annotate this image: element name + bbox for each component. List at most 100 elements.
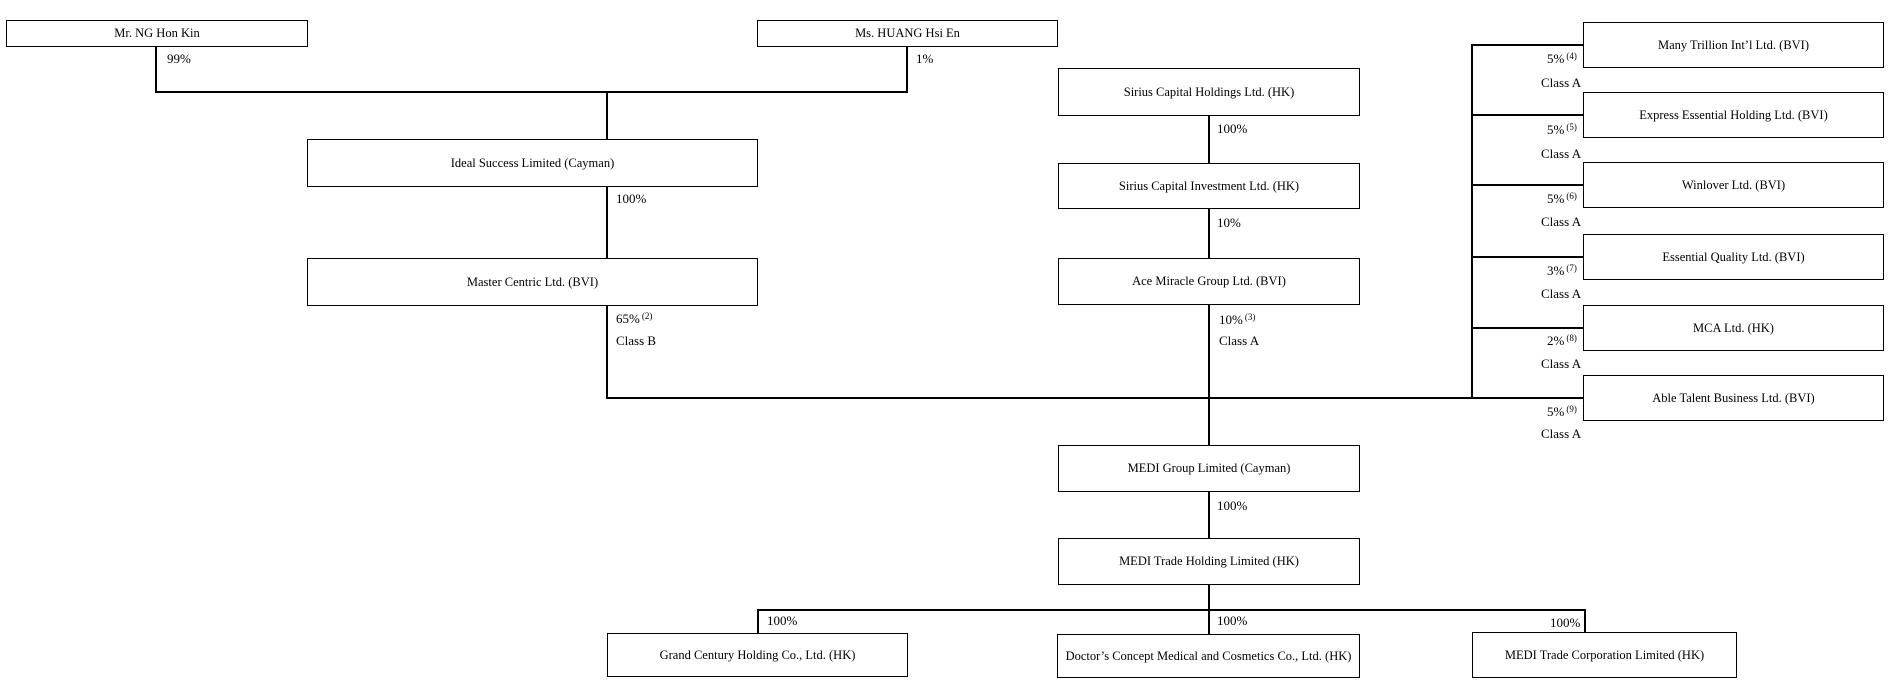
node-ng-hon-kin: Mr. NG Hon Kin	[6, 20, 308, 47]
node-medi-trade-holding: MEDI Trade Holding Limited (HK)	[1058, 538, 1360, 585]
ownership-label-text: 2%	[1547, 333, 1565, 348]
ownership-label-text: Class A	[1219, 333, 1260, 348]
connector-line	[1471, 327, 1584, 329]
pct-ng-to-ideal: 99%	[167, 52, 191, 65]
node-label: Mr. NG Hon Kin	[114, 26, 200, 41]
ownership-label-text: 100%	[767, 613, 798, 628]
class-master-to-medi: Class B	[616, 334, 656, 347]
footnote-reference: (3)	[1244, 311, 1256, 322]
connector-line	[155, 46, 157, 93]
node-huang-hsi-en: Ms. HUANG Hsi En	[757, 20, 1058, 47]
connector-line	[1471, 256, 1584, 258]
footnote-reference: (5)	[1566, 121, 1577, 132]
ownership-label-text: Class A	[1541, 214, 1582, 229]
pct-investment-to-ace: 10%	[1217, 216, 1241, 229]
node-sirius-holdings: Sirius Capital Holdings Ltd. (HK)	[1058, 68, 1360, 116]
pct-medi-to-trade: 100%	[1217, 499, 1247, 512]
footnote-reference: (9)	[1566, 403, 1577, 414]
node-label: Master Centric Ltd. (BVI)	[466, 274, 599, 289]
pct-mca: 2%(8)	[1547, 333, 1577, 348]
ownership-label-text: 5%	[1547, 122, 1565, 137]
node-doctors-concept: Doctor’s Concept Medical and Cosmetics C…	[1057, 634, 1360, 678]
node-able-talent: Able Talent Business Ltd. (BVI)	[1583, 375, 1884, 421]
ownership-label-text: 5%	[1547, 404, 1565, 419]
node-medi-group: MEDI Group Limited (Cayman)	[1058, 445, 1360, 492]
connector-line	[155, 91, 908, 93]
class-ace-to-medi: Class A	[1219, 334, 1259, 347]
ownership-label-text: 100%	[616, 191, 647, 206]
pct-trade-to-grand: 100%	[767, 614, 797, 627]
ownership-label-text: Class B	[616, 333, 657, 348]
node-label: Able Talent Business Ltd. (BVI)	[1652, 390, 1815, 405]
footnote-reference: (6)	[1566, 190, 1577, 201]
node-label: MCA Ltd. (HK)	[1693, 320, 1774, 335]
connector-line	[1208, 304, 1210, 446]
pct-many-trillion: 5%(4)	[1547, 50, 1577, 65]
node-label: Grand Century Holding Co., Ltd. (HK)	[659, 647, 856, 662]
connector-line	[606, 305, 608, 399]
node-ace-miracle: Ace Miracle Group Ltd. (BVI)	[1058, 258, 1360, 305]
ownership-label-text: 65%	[616, 311, 640, 326]
ownership-label-text: 100%	[1217, 613, 1248, 628]
node-essential-quality: Essential Quality Ltd. (BVI)	[1583, 234, 1884, 280]
pct-winlover: 5%(6)	[1547, 190, 1577, 206]
class-essential-quality: Class A	[1541, 287, 1581, 300]
connector-line	[1471, 184, 1584, 186]
ownership-label-text: 3%	[1547, 263, 1565, 278]
node-label: Ms. HUANG Hsi En	[855, 26, 960, 41]
ownership-label-text: 10%	[1217, 215, 1241, 230]
node-ideal-success: Ideal Success Limited (Cayman)	[307, 139, 758, 187]
pct-huang-to-ideal: 1%	[916, 52, 933, 65]
ownership-label-text: Class A	[1541, 286, 1582, 301]
node-label: Doctor’s Concept Medical and Cosmetics C…	[1065, 648, 1352, 663]
class-winlover: Class A	[1541, 215, 1581, 228]
connector-line	[906, 46, 908, 93]
node-medi-trade-corp: MEDI Trade Corporation Limited (HK)	[1472, 632, 1737, 678]
class-express-essential: Class A	[1541, 147, 1581, 160]
ownership-label-text: Class A	[1541, 426, 1582, 441]
ownership-label-text: Class A	[1541, 75, 1582, 90]
connector-line	[757, 609, 1586, 611]
footnote-reference: (7)	[1566, 262, 1577, 273]
pct-trade-to-corp: 100%	[1550, 616, 1580, 629]
connector-line	[606, 186, 608, 259]
node-winlover: Winlover Ltd. (BVI)	[1583, 162, 1884, 208]
class-mca: Class A	[1541, 357, 1581, 370]
node-label: Sirius Capital Investment Ltd. (HK)	[1118, 178, 1300, 193]
ownership-label-text: Class A	[1541, 356, 1582, 371]
node-many-trillion: Many Trillion Int’l Ltd. (BVI)	[1583, 22, 1884, 68]
connector-line	[606, 397, 1584, 399]
connector-line	[606, 91, 608, 140]
node-label: Many Trillion Int’l Ltd. (BVI)	[1657, 37, 1810, 52]
pct-able-talent: 5%(9)	[1547, 403, 1577, 419]
connector-line	[1208, 208, 1210, 259]
connector-line	[1584, 609, 1586, 633]
node-label: Ideal Success Limited (Cayman)	[450, 155, 615, 170]
node-label: MEDI Group Limited (Cayman)	[1127, 461, 1291, 476]
node-label: Ace Miracle Group Ltd. (BVI)	[1132, 274, 1286, 289]
node-label: Express Essential Holding Ltd. (BVI)	[1639, 107, 1828, 122]
footnote-reference: (4)	[1566, 50, 1577, 61]
node-grand-century: Grand Century Holding Co., Ltd. (HK)	[607, 633, 908, 677]
pct-express-essential: 5%(5)	[1547, 121, 1577, 137]
node-label: Winlover Ltd. (BVI)	[1681, 177, 1786, 192]
pct-essential-quality: 3%(7)	[1547, 262, 1577, 278]
node-label: MEDI Trade Holding Limited (HK)	[1119, 554, 1299, 569]
node-label: Essential Quality Ltd. (BVI)	[1662, 249, 1805, 264]
connector-line	[1208, 115, 1210, 164]
ownership-label-text: 100%	[1217, 121, 1248, 136]
connector-line	[1471, 114, 1584, 116]
pct-ace-to-medi: 10%(3)	[1219, 311, 1256, 327]
pct-holdings-to-investment: 100%	[1217, 122, 1247, 135]
connector-line	[1471, 44, 1473, 399]
node-label: Sirius Capital Holdings Ltd. (HK)	[1123, 84, 1295, 99]
ownership-label-text: 1%	[916, 51, 934, 66]
ownership-label-text: 10%	[1219, 312, 1243, 327]
connector-line	[757, 609, 759, 634]
pct-master-to-medi: 65%(2)	[616, 311, 652, 326]
ownership-label-text: 100%	[1550, 615, 1581, 630]
connector-line	[1471, 44, 1584, 46]
ownership-label-text: 100%	[1217, 498, 1248, 513]
ownership-label-text: 5%	[1547, 191, 1565, 206]
